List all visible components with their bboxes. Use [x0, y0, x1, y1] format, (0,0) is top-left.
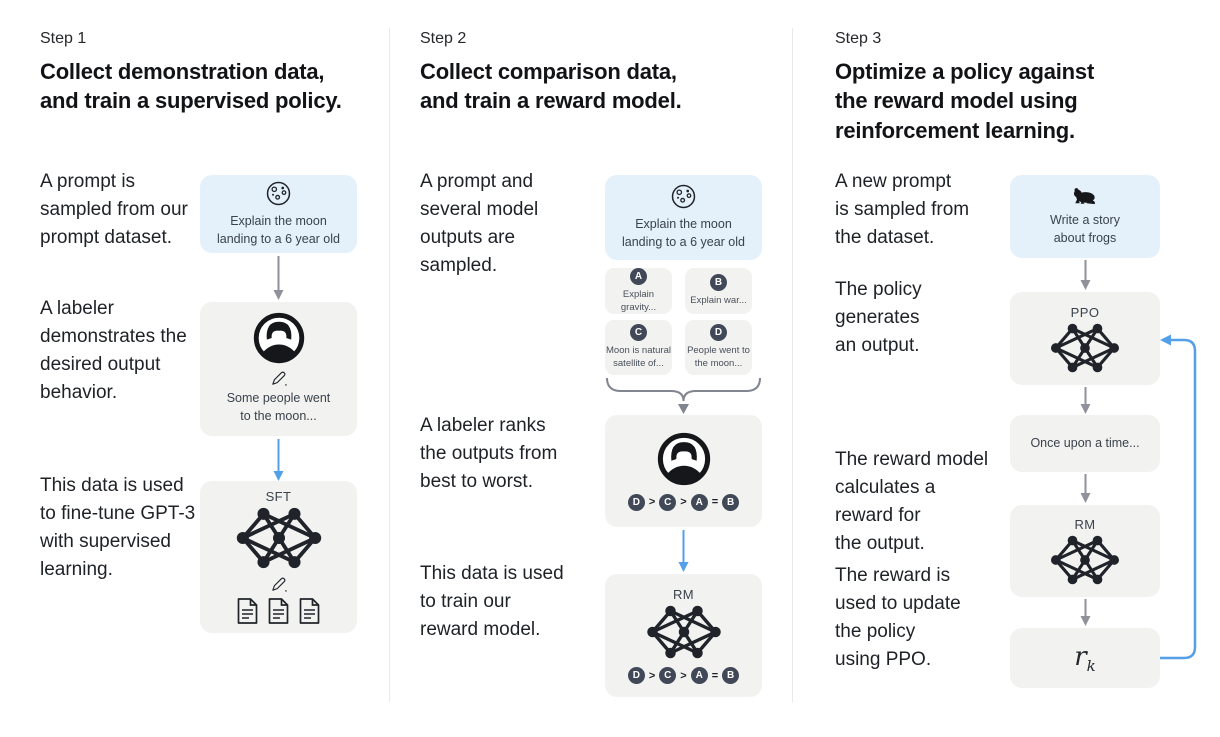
output-card-a: A Explain gravity...	[605, 267, 672, 314]
step3-label: Step 3	[835, 30, 882, 47]
flow-arrow-down-blue-icon	[678, 530, 689, 572]
flow-arrow-down-icon	[1080, 387, 1091, 414]
moon-icon	[266, 181, 291, 205]
rank-op: >	[680, 496, 687, 508]
reward-k: k	[1086, 656, 1096, 675]
reward-r: r	[1074, 641, 1087, 672]
step3-header: Step 3 Optimize a policy against the rew…	[835, 30, 1195, 145]
rank-op: >	[648, 496, 656, 508]
moon-icon	[671, 185, 696, 209]
badge-b: B	[710, 274, 727, 292]
step1-prompt-box: Explain the moon landing to a 6 year old	[200, 175, 357, 253]
column-divider	[389, 28, 390, 702]
ppo-label: PPO	[1070, 304, 1100, 320]
step2-header: Step 2 Collect comparison data, and trai…	[420, 30, 760, 116]
step2-labeler-box: D > C > A = B	[605, 415, 762, 527]
neural-network-icon	[234, 507, 323, 569]
reward-symbol: rk	[1074, 642, 1096, 675]
rank-badge: C	[659, 493, 677, 511]
step2-caption-train: This data is used to train our reward mo…	[420, 563, 564, 640]
step2-rm-box: RM D > C > A = B	[605, 574, 762, 697]
step1-caption-prompt: A prompt is sampled from our prompt data…	[40, 171, 188, 248]
rank-badge: B	[722, 667, 740, 684]
flow-arrow-down-icon	[1080, 474, 1091, 503]
document-icon	[299, 598, 320, 624]
neural-network-icon	[645, 605, 722, 659]
rank-op: >	[648, 669, 656, 682]
rank-badge: A	[690, 493, 708, 511]
labeler-avatar-icon	[657, 432, 711, 486]
rank-op: >	[680, 669, 687, 682]
step3-output-text: Once upon a time...	[1030, 435, 1140, 450]
step3-prompt-text: Write a story about frogs	[1050, 213, 1120, 245]
step2-caption-sampled: A prompt and several model outputs are s…	[420, 171, 539, 276]
step3-caption-new-prompt: A new prompt is sampled from the dataset…	[835, 171, 970, 248]
step1-prompt-text: Explain the moon landing to a 6 year old	[216, 213, 340, 246]
step3-caption-update: The reward is used to update the policy …	[835, 565, 961, 670]
output-c-text: Moon is natural satellite of...	[606, 345, 671, 369]
sft-label: SFT	[265, 489, 292, 504]
step3-output-box: Once upon a time...	[1010, 415, 1160, 472]
step1-demonstration-text: Some people went to the moon...	[226, 391, 331, 423]
rank-badge: C	[659, 667, 677, 684]
rank-op: =	[711, 669, 719, 682]
step3-caption-policy: The policy generates an output.	[835, 279, 922, 356]
output-card-b: B Explain war...	[685, 268, 752, 314]
output-card-d: D People went to the moon...	[685, 320, 752, 375]
rank-badge: D	[627, 667, 645, 684]
neural-network-icon	[1049, 322, 1121, 373]
rank-badge: B	[722, 493, 740, 511]
output-b-text: Explain war...	[690, 295, 747, 307]
step1-labeler-box: Some people went to the moon...	[200, 302, 357, 436]
step1-caption-finetune: This data is used to fine-tune GPT-3 wit…	[40, 475, 196, 580]
flow-arrow-down-icon	[1080, 260, 1091, 290]
step2-prompt-text: Explain the moon landing to a 6 year old	[621, 217, 745, 249]
step3-caption-reward: The reward model calculates a reward for…	[835, 449, 989, 554]
flow-arrow-down-icon	[1080, 599, 1091, 626]
output-d-text: People went to the moon...	[687, 345, 750, 369]
document-icon	[237, 598, 258, 624]
step1-title: Collect demonstration data, and train a …	[40, 59, 342, 114]
feedback-loop-arrow-icon	[1160, 334, 1197, 660]
step1-sft-box: SFT	[200, 481, 357, 633]
flow-arrow-down-icon	[273, 256, 284, 300]
step2-prompt-box: Explain the moon landing to a 6 year old	[605, 175, 762, 260]
flow-arrow-down-blue-icon	[273, 439, 284, 481]
ranking-row: D > C > A = B	[627, 493, 740, 511]
brace-merge-arrow-icon	[606, 377, 761, 414]
step3-rm-box: RM	[1010, 505, 1160, 597]
pencil-icon	[272, 577, 287, 593]
step1-label: Step 1	[40, 30, 87, 47]
output-card-c: C Moon is natural satellite of...	[605, 320, 672, 375]
labeler-avatar-icon	[253, 312, 305, 364]
badge-d: D	[710, 324, 727, 342]
column-divider	[792, 28, 793, 702]
neural-network-icon	[1049, 535, 1121, 585]
step3-reward-box: rk	[1010, 628, 1160, 688]
rm-label: RM	[672, 587, 695, 602]
badge-c: C	[630, 324, 647, 342]
step2-label: Step 2	[420, 30, 467, 47]
frog-icon	[1073, 188, 1095, 205]
step2-caption-ranks: A labeler ranks the outputs from best to…	[420, 415, 558, 492]
step2-title: Collect comparison data, and train a rew…	[420, 59, 682, 114]
pencil-icon	[272, 371, 287, 387]
step3-title: Optimize a policy against the reward mod…	[835, 59, 1095, 143]
rank-badge: D	[627, 493, 645, 511]
output-a-text: Explain gravity...	[620, 288, 657, 313]
rm-label: RM	[1074, 517, 1096, 532]
documents-icon	[235, 597, 322, 625]
step1-header: Step 1 Collect demonstration data, and t…	[40, 30, 385, 116]
rank-op: =	[711, 496, 719, 508]
step3-ppo-box: PPO	[1010, 292, 1160, 385]
rank-badge: A	[690, 667, 708, 684]
badge-a: A	[630, 267, 647, 285]
step1-caption-labeler: A labeler demonstrates the desired outpu…	[40, 298, 187, 403]
step3-prompt-box: Write a story about frogs	[1010, 175, 1160, 258]
ranking-row: D > C > A = B	[627, 667, 740, 684]
document-icon	[268, 598, 289, 624]
